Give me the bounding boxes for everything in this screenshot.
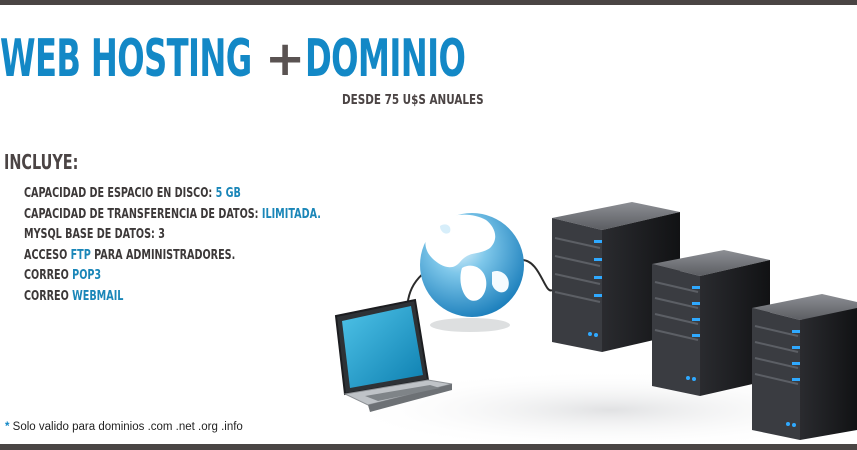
globe-icon <box>420 213 524 332</box>
server-icon <box>752 294 857 440</box>
includes-heading: INCLUYE: <box>4 150 79 174</box>
price-subtitle: DESDE 75 U$S ANUALES <box>342 93 484 108</box>
feature-item-pop3: CORREO POP3 <box>24 268 102 283</box>
page-title: WEB HOSTING + DOMINIO <box>0 28 485 90</box>
feature-item-mysql: MYSQL BASE DE DATOS: 3 <box>24 227 165 242</box>
feature-item-webmail: CORREO WEBMAIL <box>24 288 124 304</box>
footnote-asterisk: * <box>5 421 10 433</box>
feature-item-ftp: ACCESO FTP PARA ADMINISTRADORES. <box>24 247 236 263</box>
bottom-border <box>0 444 857 450</box>
feature-item-transfer: CAPACIDAD DE TRANSFERENCIA DE DATOS: ILI… <box>24 206 321 222</box>
server-icon <box>552 202 680 352</box>
top-border <box>0 0 857 5</box>
feature-item-disk: CAPACIDAD DE ESPACIO EN DISCO: 5 GB <box>24 186 241 201</box>
feature-list: CAPACIDAD DE ESPACIO EN DISCO: 5 GB CAPA… <box>24 184 425 307</box>
title-plus: + <box>265 31 306 87</box>
footnote: * Solo valido para dominios .com .net .o… <box>5 421 243 433</box>
laptop-icon <box>334 298 453 412</box>
footnote-text: Solo valido para dominios .com .net .org… <box>9 421 243 433</box>
